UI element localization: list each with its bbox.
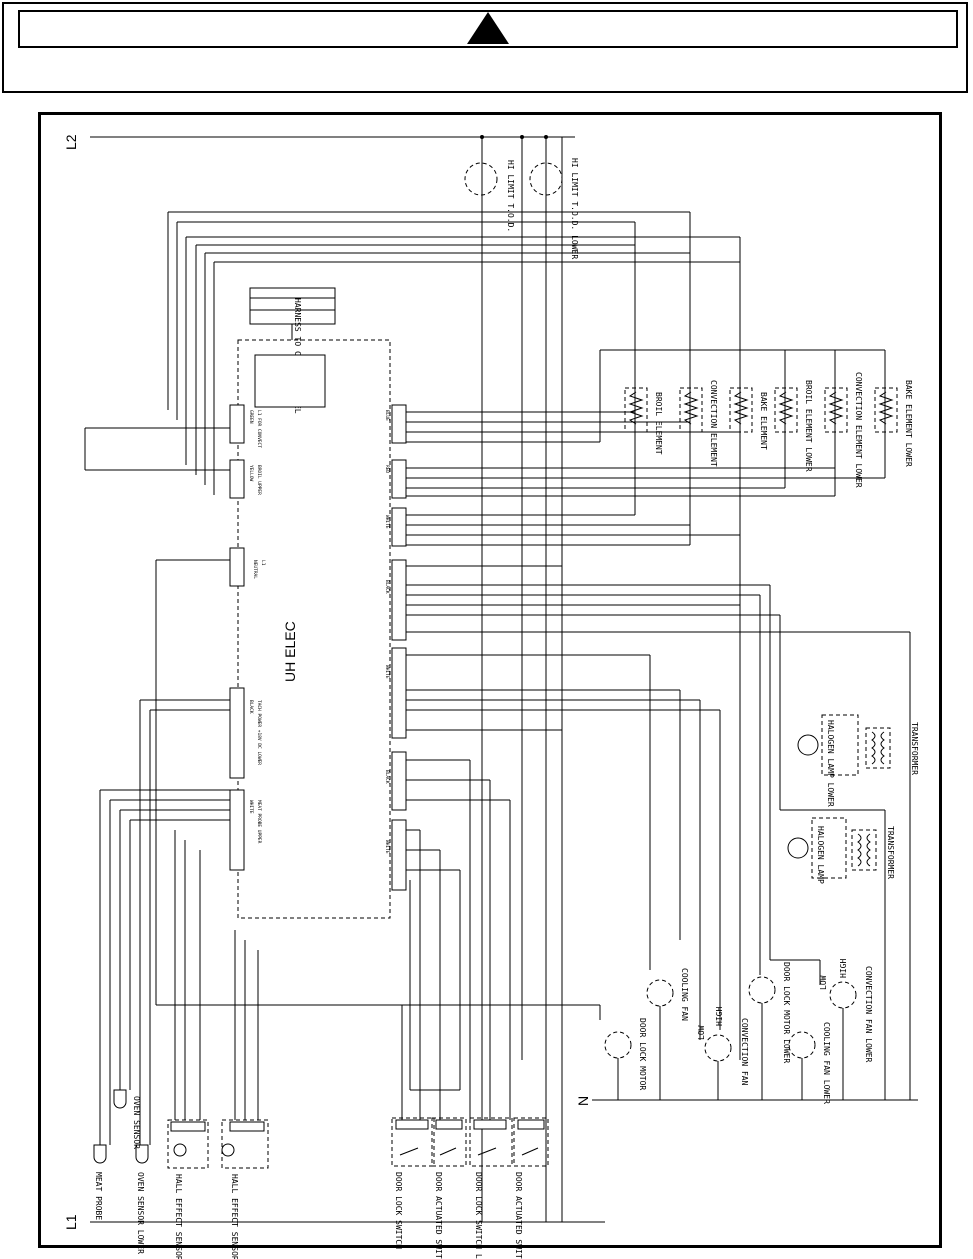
n-rail-label: N bbox=[575, 1096, 591, 1106]
svg-text:HI LIMIT T.O.D. LOWER: HI LIMIT T.O.D. LOWER bbox=[570, 158, 579, 259]
door-actuated-switch: DOOR ACTUATED SWITCH bbox=[431, 1117, 467, 1259]
oven-sensor-lower: OVEN SENSOR LOWER bbox=[135, 1144, 149, 1254]
svg-text:LOW: LOW bbox=[697, 1025, 706, 1040]
svg-text:WHITE: WHITE bbox=[248, 800, 254, 814]
door-lock-switch: DOOR LOCK SWITCH bbox=[391, 1117, 435, 1249]
connector-yellow: YELLOW BROIL UPPER bbox=[229, 459, 262, 499]
hi-limit-upper: HI LIMIT T.O.D. bbox=[464, 160, 515, 232]
svg-text:BROIL ELEMENT: BROIL ELEMENT bbox=[654, 392, 663, 455]
convection-fan-lower: LOW HIGH CONVECTION FAN LOWER bbox=[819, 959, 873, 1100]
svg-text:UH ELEC: UH ELEC bbox=[282, 621, 298, 682]
svg-text:BAKE ELEMENT LOWER: BAKE ELEMENT LOWER bbox=[904, 380, 913, 467]
hall-effect-sensor-lower: HALL EFFECT SENSOR LOWER bbox=[221, 1119, 269, 1259]
svg-text:LOW: LOW bbox=[819, 975, 828, 990]
svg-text:L2: L2 bbox=[63, 134, 79, 150]
svg-text:DOOR ACTUATED SWITCH LOWER: DOOR ACTUATED SWITCH LOWER bbox=[514, 1172, 523, 1259]
svg-text:CONVECTION ELEMENT LOWER: CONVECTION ELEMENT LOWER bbox=[854, 372, 863, 488]
svg-text:CONVECTION FAN: CONVECTION FAN bbox=[740, 1018, 749, 1086]
svg-text:BLACK: BLACK bbox=[248, 700, 254, 714]
warning-triangle-icon bbox=[467, 12, 509, 44]
svg-text:L1: L1 bbox=[63, 1214, 79, 1230]
svg-text:TRANSFORMER: TRANSFORMER bbox=[886, 826, 895, 879]
svg-text:COOLING FAN: COOLING FAN bbox=[680, 968, 689, 1021]
svg-text:HI LIMIT T.O.D.: HI LIMIT T.O.D. bbox=[506, 160, 515, 232]
meat-probe: MEAT PROBE bbox=[93, 1144, 107, 1220]
convection-element: CONVECTION ELEMENT bbox=[679, 380, 718, 467]
halogen-lamp: HALOGEN LAMP TRANSFORMER bbox=[787, 817, 895, 884]
door-lock-switch-lower: DOOR LOCK SWITCH LOWER bbox=[469, 1117, 513, 1259]
broil-element: BROIL ELEMENT bbox=[624, 387, 663, 455]
svg-text:HALL EFFECT SENSOR LOWER: HALL EFFECT SENSOR LOWER bbox=[230, 1174, 239, 1259]
halogen-lamp-lower: HALOGEN LAMP LOWER TRANSFORMER bbox=[797, 714, 919, 807]
connector-green: GREEN L1 FOR CONVECT bbox=[229, 404, 262, 448]
warning-header-bar bbox=[18, 10, 958, 48]
svg-text:L1 FOR CONVECT: L1 FOR CONVECT bbox=[256, 410, 262, 448]
svg-text:HALOGEN LAMP: HALOGEN LAMP bbox=[816, 826, 825, 884]
l2-rail-label: L2 bbox=[63, 134, 79, 150]
svg-text:CONVECTION FAN LOWER: CONVECTION FAN LOWER bbox=[864, 966, 873, 1063]
svg-text:RED: RED bbox=[384, 465, 390, 473]
convection-fan: LOW HIGH CONVECTION FAN bbox=[697, 1007, 749, 1100]
svg-text:BROIL ELEMENT LOWER: BROIL ELEMENT LOWER bbox=[804, 380, 813, 472]
connector-white-neutral: NEUTRAL L1 bbox=[229, 547, 266, 587]
svg-text:BROIL UPPER: BROIL UPPER bbox=[256, 465, 262, 495]
svg-text:DOOR LOCK SWITCH LOWER: DOOR LOCK SWITCH LOWER bbox=[474, 1172, 483, 1259]
door-lock-motor-lower: DOOR LOCK MOTOR LOWER bbox=[748, 962, 791, 1100]
bake-element: BAKE ELEMENT bbox=[729, 387, 768, 450]
svg-text:GREEN: GREEN bbox=[248, 410, 254, 424]
svg-text:WHITE: WHITE bbox=[384, 840, 390, 854]
svg-text:TRANSFORMER: TRANSFORMER bbox=[910, 722, 919, 775]
svg-text:WHITE: WHITE bbox=[384, 515, 390, 529]
l1-rail-label: L1 bbox=[63, 1214, 79, 1230]
svg-text:OVEN SENSOR: OVEN SENSOR bbox=[132, 1096, 141, 1149]
control-board: UH ELEC bbox=[237, 339, 391, 919]
svg-text:BLUE: BLUE bbox=[384, 410, 390, 421]
hi-limit-lower: HI LIMIT T.O.D. LOWER bbox=[529, 158, 579, 259]
connector-white-p8: WHITE bbox=[384, 647, 407, 739]
door-lock-motor: DOOR LOCK MOTOR bbox=[604, 1018, 647, 1100]
warning-banner bbox=[2, 2, 968, 93]
door-actuated-switch-lower: DOOR ACTUATED SWITCH LOWER bbox=[513, 1117, 549, 1259]
connector-white-sensors: WHITE MEAT PROBE UPPER bbox=[229, 789, 262, 871]
svg-text:L1: L1 bbox=[260, 560, 266, 566]
svg-text:COOLING FAN LOWER: COOLING FAN LOWER bbox=[822, 1022, 831, 1104]
svg-text:MEAT PROBE UPPER: MEAT PROBE UPPER bbox=[256, 800, 262, 844]
broil-element-lower: BROIL ELEMENT LOWER bbox=[774, 380, 813, 472]
svg-text:HALL EFFECT SENSOR: HALL EFFECT SENSOR bbox=[174, 1174, 183, 1259]
connector-white-p4: WHITE bbox=[384, 819, 407, 891]
svg-text:BLACK: BLACK bbox=[384, 770, 390, 784]
svg-text:CONVECTION ELEMENT: CONVECTION ELEMENT bbox=[709, 380, 718, 467]
svg-text:NEUTRAL: NEUTRAL bbox=[252, 560, 258, 579]
connector-white-p10: WHITE bbox=[384, 507, 407, 547]
connector-red: RED bbox=[384, 459, 407, 499]
connector-black-p9: BLACK bbox=[384, 559, 407, 641]
bake-element-lower: BAKE ELEMENT LOWER bbox=[874, 380, 913, 467]
svg-text:YELLOW: YELLOW bbox=[248, 465, 254, 482]
svg-text:HIGH: HIGH bbox=[839, 959, 848, 978]
svg-text:DOOR LOCK MOTOR: DOOR LOCK MOTOR bbox=[638, 1018, 647, 1090]
svg-text:BAKE ELEMENT: BAKE ELEMENT bbox=[759, 392, 768, 450]
svg-text:N: N bbox=[575, 1096, 591, 1106]
svg-text:HIGH: HIGH bbox=[715, 1007, 724, 1026]
cooling-fan: COOLING FAN bbox=[646, 968, 689, 1100]
cooling-fan-lower: COOLING FAN LOWER bbox=[788, 1022, 831, 1104]
connector-black-left: BLACK TACH POWER +18V DC LOWER bbox=[229, 687, 262, 779]
svg-text:BLACK: BLACK bbox=[384, 580, 390, 594]
svg-text:DOOR ACTUATED SWITCH: DOOR ACTUATED SWITCH bbox=[434, 1172, 443, 1259]
svg-text:DOOR LOCK MOTOR LOWER: DOOR LOCK MOTOR LOWER bbox=[782, 962, 791, 1063]
svg-text:TACH POWER +18V DC LOWER: TACH POWER +18V DC LOWER bbox=[256, 700, 262, 765]
svg-text:DOOR LOCK SWITCH: DOOR LOCK SWITCH bbox=[394, 1172, 403, 1249]
svg-text:MEAT PROBE: MEAT PROBE bbox=[94, 1172, 103, 1220]
oven-sensor: OVEN SENSOR bbox=[113, 1089, 141, 1149]
svg-text:HALOGEN LAMP LOWER: HALOGEN LAMP LOWER bbox=[826, 720, 835, 807]
connector-blue: BLUE bbox=[384, 404, 407, 444]
convection-element-lower: CONVECTION ELEMENT LOWER bbox=[824, 372, 863, 488]
connector-black-p5: BLACK bbox=[384, 751, 407, 811]
schematic-frame bbox=[38, 112, 942, 1248]
svg-text:OVEN SENSOR LOWER: OVEN SENSOR LOWER bbox=[136, 1172, 145, 1254]
hall-effect-sensor: HALL EFFECT SENSOR bbox=[167, 1119, 209, 1259]
svg-text:WHITE: WHITE bbox=[384, 665, 390, 679]
